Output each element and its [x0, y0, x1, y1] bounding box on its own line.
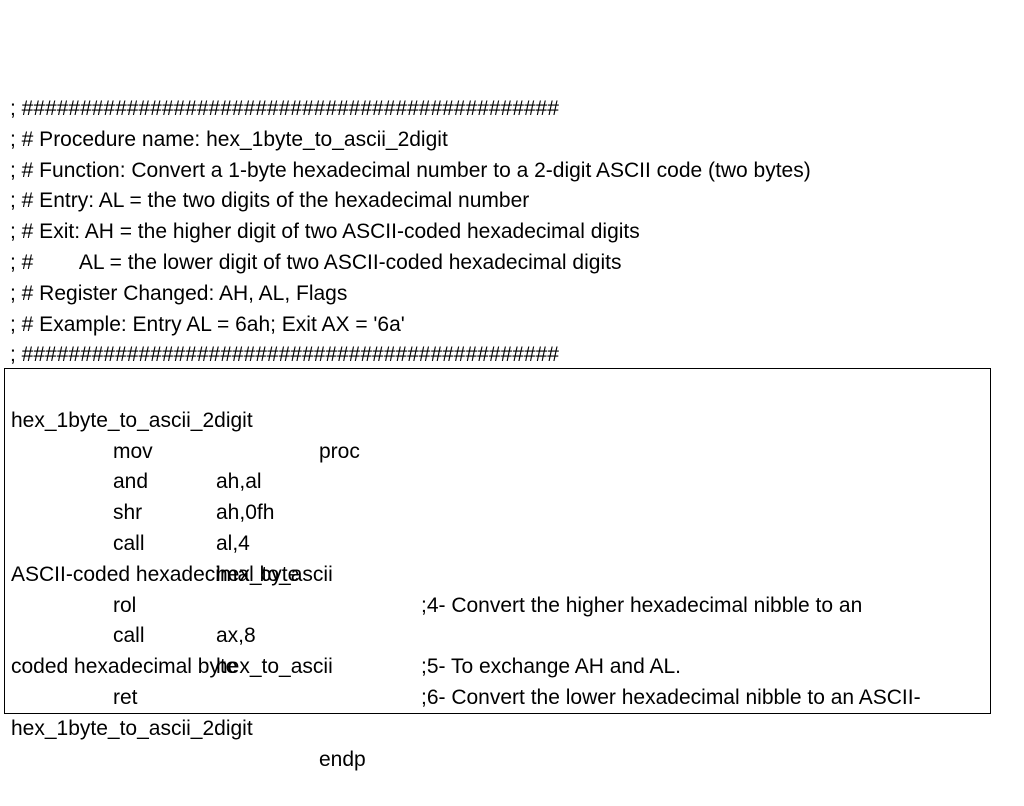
instruction-op: call [113, 624, 145, 648]
comment-wrap-text: ASCII-coded hexadecimal byte [11, 562, 300, 586]
header-separator-top: ; ######################################… [10, 97, 559, 120]
instruction-arg: ax,8 [216, 624, 256, 648]
header-register-changed: ; # Register Changed: AH, AL, Flags [10, 281, 348, 305]
code-box: hex_1byte_to_ascii_2digit proc mov ah,al… [4, 368, 991, 771]
comment-wrap-text: coded hexadecimal byte [11, 655, 238, 679]
code-line: mov ah,al [11, 406, 986, 494]
instruction-comment: ;6- Convert the lower hexadecimal nibble… [421, 685, 921, 709]
instruction-op: call [113, 531, 145, 555]
slide: ; ######################################… [4, 94, 1000, 771]
code-line: call hex_to_ascii ;6- Convert the lower … [11, 591, 986, 709]
header-procedure-name: ; # Procedure name: hex_1byte_to_ascii_2… [10, 127, 448, 151]
instruction-op: mov [113, 439, 153, 463]
code-line: and ah,0fh [11, 437, 986, 524]
comment-continuation: ASCII-coded hexadecimal byte [11, 529, 986, 586]
proc-line: hex_1byte_to_ascii_2digit proc [11, 375, 986, 463]
header-separator-bottom: ; ######################################… [10, 343, 559, 367]
instruction-comment: ;4- Convert the higher hexadecimal nibbl… [421, 593, 863, 617]
instruction-arg: ah,al [216, 470, 262, 494]
instruction-op: and [113, 470, 149, 494]
header-exit-al: ; # AL = the lower digit of two ASCII-co… [10, 250, 622, 274]
instruction-op: shr [113, 501, 143, 525]
instruction-comment: ;5- To exchange AH and AL. [421, 655, 681, 679]
code-line: rol ax,8 ;5- To exchange AH and AL. [11, 560, 986, 679]
proc-label: hex_1byte_to_ascii_2digit [11, 408, 253, 432]
endp-line: hex_1byte_to_ascii_2digit endp [11, 683, 986, 771]
instruction-arg: hex_to_ascii [216, 562, 333, 586]
header-exit: ; # Exit: AH = the higher digit of two A… [10, 220, 640, 244]
instruction-arg: hex_to_ascii [216, 655, 333, 679]
instruction-op: rol [113, 593, 137, 617]
instruction-arg: ah,0fh [216, 501, 275, 525]
code-listing: hex_1byte_to_ascii_2digit proc mov ah,al… [11, 375, 986, 771]
instruction-op: ret [113, 685, 138, 709]
code-line: shr al,4 [11, 467, 986, 555]
code-line: call hex_to_ascii ;4- Convert the higher… [11, 498, 986, 617]
code-line: ret [11, 652, 986, 709]
instruction-arg: al,4 [216, 531, 250, 555]
header-example: ; # Example: Entry AL = 6ah; Exit AX = '… [10, 312, 405, 336]
header-comment-block: ; ######################################… [10, 94, 1000, 371]
comment-continuation: coded hexadecimal byte [11, 621, 986, 678]
proc-keyword: proc [319, 439, 360, 463]
header-function: ; # Function: Convert a 1-byte hexadecim… [10, 158, 811, 182]
endp-keyword: endp [319, 747, 366, 771]
header-entry: ; # Entry: AL = the two digits of the he… [10, 189, 530, 213]
end-label: hex_1byte_to_ascii_2digit [11, 716, 253, 740]
